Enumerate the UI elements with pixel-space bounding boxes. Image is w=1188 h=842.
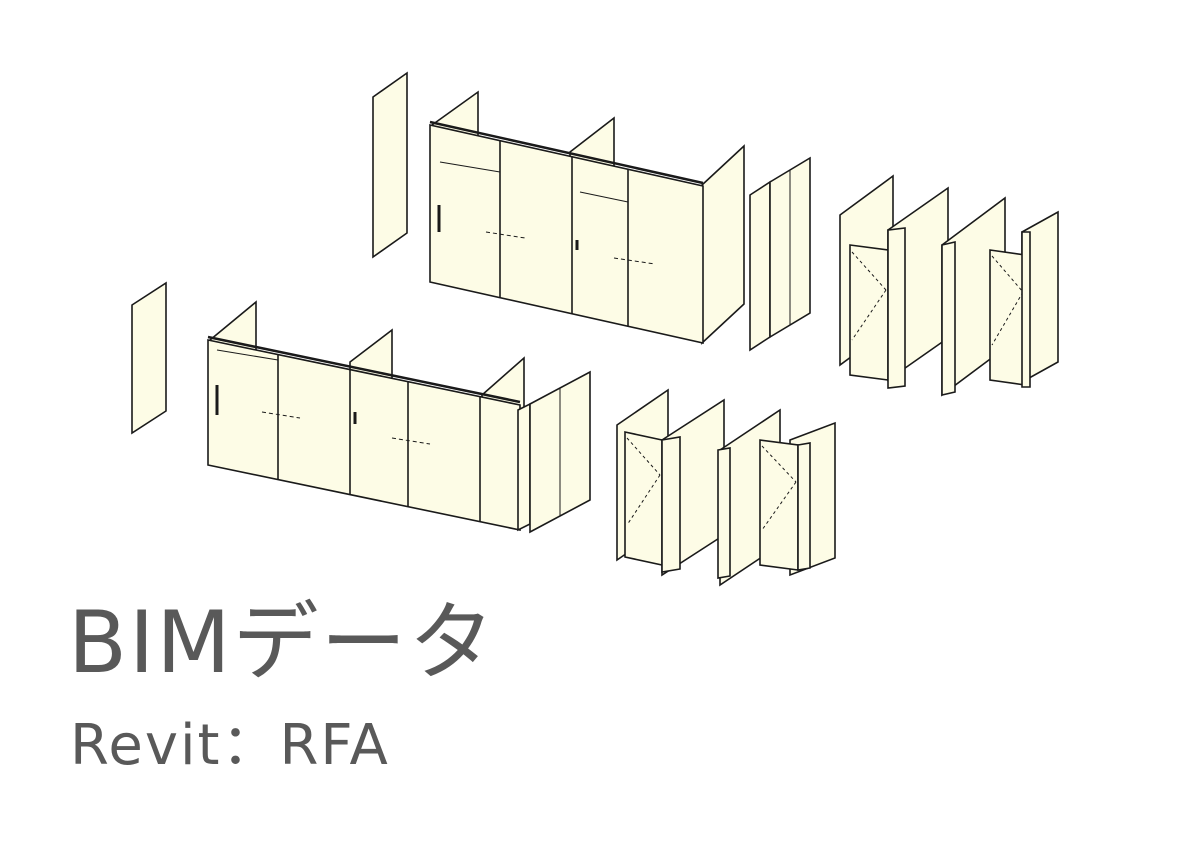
door-swing: [851, 289, 887, 341]
booth-pilaster: [887, 227, 906, 389]
file-format-label: Revit：RFA: [70, 713, 390, 778]
door-head: [579, 191, 629, 203]
booth-door: [624, 431, 663, 566]
door-head: [216, 349, 279, 361]
booth-door: [759, 439, 799, 571]
booth-pilaster: [661, 436, 681, 573]
wall-panel: [517, 402, 531, 532]
page-title: BIMデータ: [68, 593, 497, 693]
booth-door: [849, 244, 889, 381]
door-swing: [761, 445, 797, 483]
door-swing: [626, 437, 661, 476]
wall-panel: [701, 144, 745, 345]
front-wall: [429, 124, 704, 344]
partition-assembly-lower: [207, 300, 591, 534]
top-rail: [429, 120, 704, 185]
front-wall: [207, 339, 521, 531]
top-rail: [207, 335, 521, 404]
door-swing: [851, 251, 887, 291]
booth-pilaster: [1021, 231, 1031, 388]
booth-door: [989, 249, 1026, 386]
wall-panel: [749, 180, 771, 352]
booth-pilaster: [941, 240, 956, 397]
door-swing: [761, 481, 797, 531]
door-head: [439, 161, 501, 173]
door-swing: [991, 255, 1024, 293]
booth-pilaster: [797, 442, 811, 571]
loose-panels: [131, 71, 408, 435]
glass-panel: [131, 281, 167, 435]
booth-pilaster: [717, 447, 731, 579]
glass-panel: [372, 71, 408, 259]
toilet-booths-upper: [839, 174, 1059, 397]
toilet-booths-lower: [616, 388, 836, 587]
partition-assembly-upper: [429, 90, 811, 352]
door-swing: [991, 291, 1024, 346]
door-swing: [626, 474, 661, 526]
